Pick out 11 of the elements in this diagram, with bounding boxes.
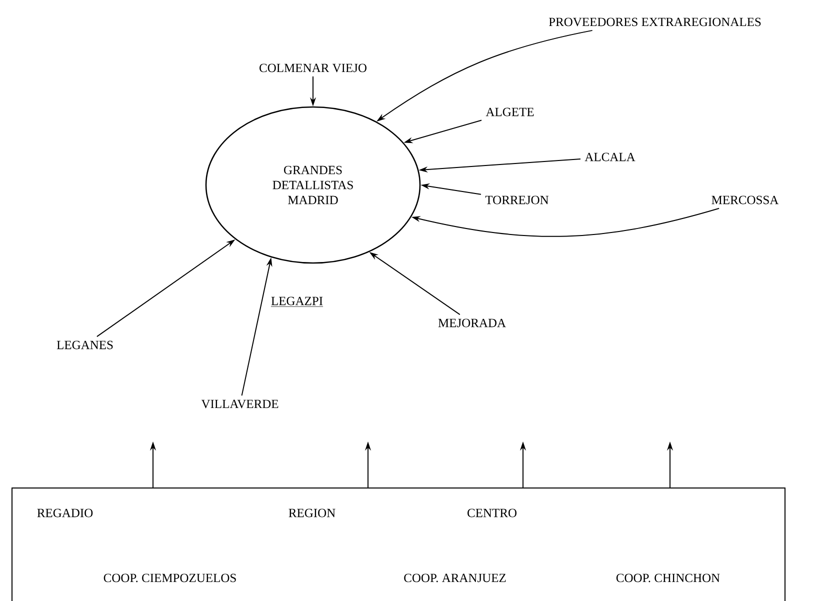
place-name: TORREJON: [485, 196, 549, 204]
place-name: ALGETE: [486, 108, 534, 116]
region-box: REGADIO REGION CENTRO COOP. CIEMPOZUELOS COOP. ARANJUEZ COOP. CHINCHON: [12, 488, 786, 601]
place-name: PROVEEDORES EXTRAREGIONALES: [548, 18, 761, 26]
place-name: ALCALA: [584, 152, 636, 162]
place-name: VILLAVERDE: [201, 400, 278, 408]
place-name: MEJORADA: [438, 318, 506, 328]
place-name: MERCOSSA: [712, 196, 779, 204]
place-name: COLMENAR VIEJO: [260, 64, 366, 72]
place-name: LEGANES: [56, 340, 113, 350]
underlined-label: LEGAZPI: [270, 296, 324, 307]
